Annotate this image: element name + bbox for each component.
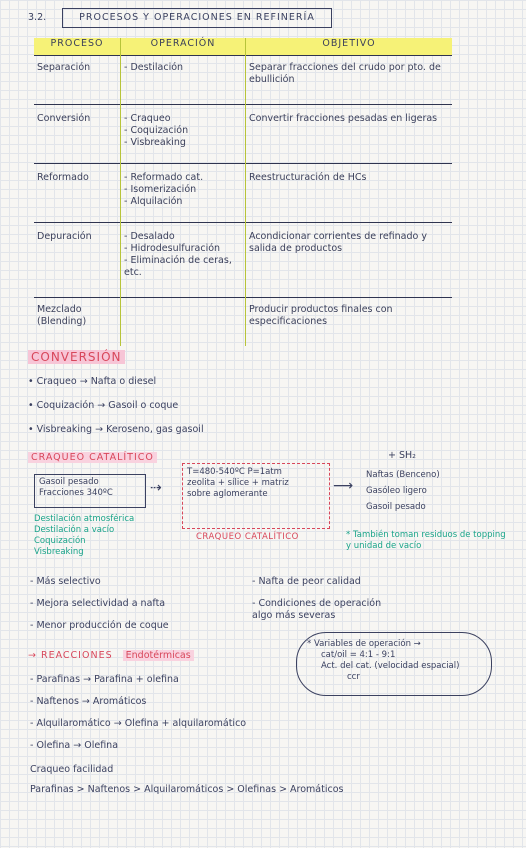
cell-objetivo: Reestructuración de HCs: [245, 163, 452, 223]
page-title: PROCESOS Y OPERACIONES EN REFINERÍA: [62, 8, 332, 28]
cell-proceso: Mezclado (Blending): [34, 297, 121, 346]
reactor-line: zeolita + sílice + matriz: [187, 478, 289, 488]
pro-item: - Más selectivo: [30, 576, 101, 587]
cell-operacion: - Craqueo - Coquización - Visbreaking: [120, 104, 246, 164]
cell-operacion: [120, 297, 246, 346]
cell-objetivo: Acondicionar corrientes de refinado y sa…: [245, 222, 452, 298]
input-item: Fracciones 340ºC: [39, 488, 113, 498]
con-item: - Condiciones de operación algo más seve…: [252, 598, 382, 621]
cell-proceso: Conversión: [34, 104, 121, 164]
green-notes: Destilación atmosférica Destilación a va…: [34, 514, 135, 557]
pro-item: - Menor producción de coque: [30, 620, 169, 631]
reacciones-title: → REACCIONES: [28, 650, 113, 661]
output-item: Gasóleo ligero: [366, 486, 427, 496]
reactor-line: sobre aglomerante: [187, 489, 268, 499]
craqueo-title: CRAQUEO CATALÍTICO: [28, 452, 157, 463]
variables-cloud: * Variables de operación → cat/oil = 4:1…: [296, 632, 492, 696]
table-row: Conversión - Craqueo - Coquización - Vis…: [34, 104, 452, 164]
cell-operacion: - Desalado - Hidrodesulfuración - Elimin…: [120, 222, 246, 298]
col-operacion: OPERACIÓN: [120, 38, 246, 56]
conversion-item: • Craqueo → Nafta o diesel: [28, 376, 157, 387]
cell-proceso: Depuración: [34, 222, 121, 298]
reaction-item: - Olefina → Olefina: [30, 740, 119, 751]
reactor-line: T=480-540ºC P=1atm: [187, 467, 282, 477]
table-row: Depuración - Desalado - Hidrodesulfuraci…: [34, 222, 452, 298]
pros-list: - Más selectivo - Mejora selectividad a …: [30, 576, 169, 632]
facilidad-order: Parafinas > Naftenos > Alquilaromáticos …: [30, 784, 344, 795]
conversion-item: • Coquización → Gasoil o coque: [28, 400, 179, 411]
reaction-item: - Naftenos → Aromáticos: [30, 696, 147, 707]
output-item: Gasoil pesado: [366, 502, 426, 512]
col-objetivo: OBJETIVO: [245, 38, 452, 56]
input-item: Gasoil pesado: [39, 477, 99, 487]
table-row: Mezclado (Blending) Producir productos f…: [34, 297, 452, 346]
process-table: PROCESO OPERACIÓN OBJETIVO Separación - …: [34, 38, 452, 346]
cons-list: - Nafta de peor calidad - Condiciones de…: [252, 576, 402, 622]
cell-objetivo: Convertir fracciones pesadas en ligeras: [245, 104, 452, 164]
note-right: * También toman residuos de topping y un…: [346, 530, 506, 551]
reactor-box: T=480-540ºC P=1atm zeolita + sílice + ma…: [182, 463, 330, 529]
reacciones-subtitle: Endotérmicas: [122, 650, 194, 661]
conversion-title: CONVERSIÓN: [28, 350, 125, 364]
outputs: Naftas (Benceno) Gasóleo ligero Gasoil p…: [366, 470, 440, 513]
table-header-row: PROCESO OPERACIÓN OBJETIVO: [34, 38, 452, 56]
pro-item: - Mejora selectividad a nafta: [30, 598, 166, 609]
con-item: - Nafta de peor calidad: [252, 576, 361, 587]
cell-proceso: Reformado: [34, 163, 121, 223]
reaction-list: - Parafinas → Parafina + olefina - Nafte…: [30, 674, 246, 752]
reaction-item: - Parafinas → Parafina + olefina: [30, 674, 179, 685]
arrow-icon: ⇢: [150, 480, 162, 496]
table-row: Reformado - Reformado cat. - Isomerizaci…: [34, 163, 452, 223]
cell-proceso: Separación: [34, 55, 121, 105]
cell-operacion: - Reformado cat. - Isomerización - Alqui…: [120, 163, 246, 223]
cell-objetivo: Separar fracciones del crudo por pto. de…: [245, 55, 452, 105]
output-item: Naftas (Benceno): [366, 470, 440, 480]
input-box: Gasoil pesado Fracciones 340ºC: [34, 474, 146, 508]
col-proceso: PROCESO: [34, 38, 121, 56]
cell-operacion: - Destilación: [120, 55, 246, 105]
arrow-icon: ⟶: [333, 478, 354, 494]
reaction-item: - Alquilaromático → Olefina + alquilarom…: [30, 718, 247, 729]
h2-label: + SH₂: [388, 450, 416, 461]
reactor-label: CRAQUEO CATALÍTICO: [196, 532, 299, 542]
conversion-item: • Visbreaking → Keroseno, gas gasoil: [28, 424, 204, 435]
table-row: Separación - Destilación Separar fraccio…: [34, 55, 452, 105]
section-number: 3.2.: [28, 12, 47, 23]
cell-objetivo: Producir productos finales con especific…: [245, 297, 452, 346]
facilidad-title: Craqueo facilidad: [30, 764, 114, 775]
